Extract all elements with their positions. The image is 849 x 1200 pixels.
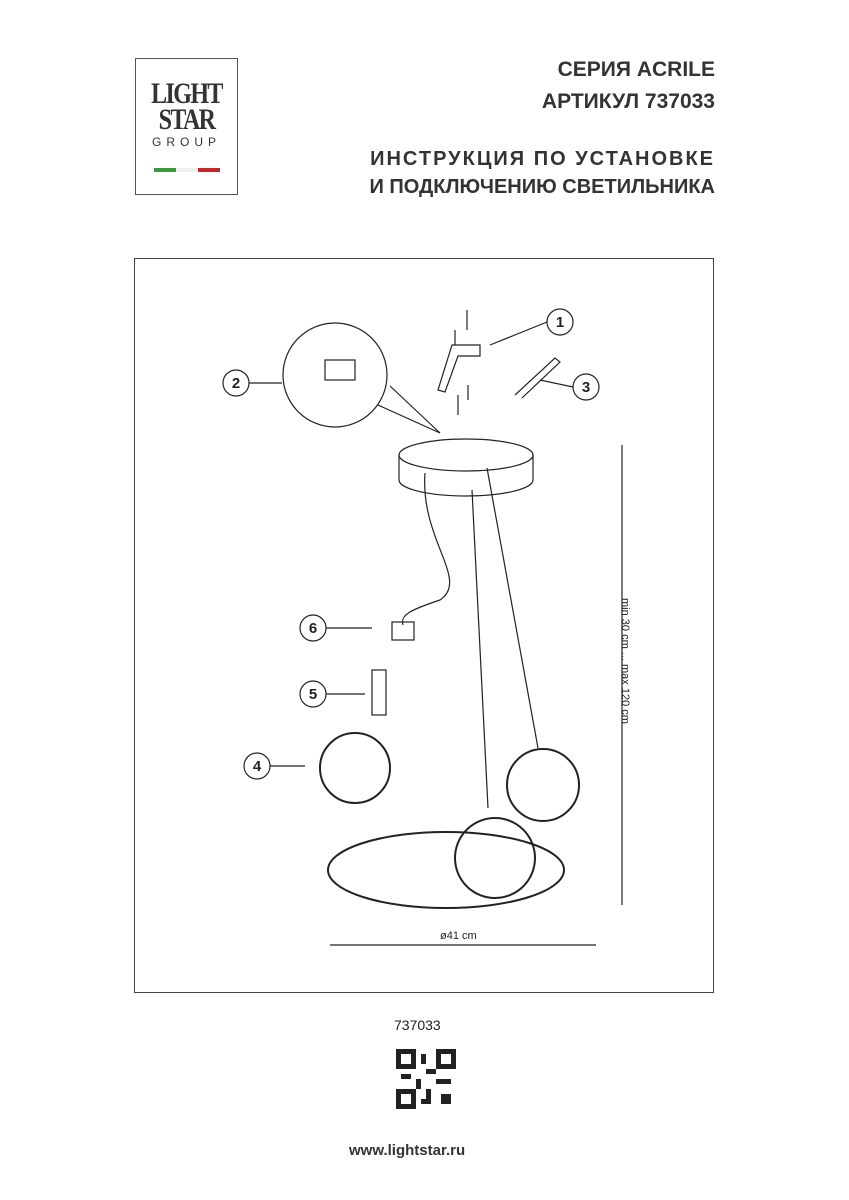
ring bbox=[327, 831, 565, 909]
screwdriver-icon bbox=[514, 357, 561, 399]
callouts bbox=[222, 308, 600, 780]
terminal-block bbox=[324, 359, 356, 381]
title-line-2: И ПОДКЛЮЧЕНИЮ СВЕТИЛЬНИКА bbox=[369, 176, 715, 198]
height-dimension-label: min 30 cm ... max 120 cm bbox=[619, 598, 631, 724]
diagram-frame bbox=[134, 258, 714, 993]
terminal-detail-circle bbox=[282, 322, 388, 428]
canopy-body bbox=[398, 455, 534, 497]
canopy-top bbox=[398, 438, 534, 472]
website-link[interactable]: www.lightstar.ru bbox=[349, 1142, 466, 1159]
logo-light: LIGHT bbox=[151, 77, 223, 110]
callout-1-label: 1 bbox=[556, 314, 564, 331]
logo-group: GROUP bbox=[151, 135, 221, 149]
logo-star: STAR bbox=[158, 103, 216, 136]
cable bbox=[471, 489, 489, 809]
shade bbox=[454, 817, 536, 899]
socket bbox=[391, 621, 415, 641]
italian-flag-stripe bbox=[154, 168, 220, 172]
lightstar-logo: LIGHT STAR GROUP bbox=[135, 58, 238, 195]
callout-2-label: 2 bbox=[232, 375, 240, 392]
callout-4-label: 4 bbox=[253, 758, 262, 775]
title-line-1: ИНСТРУКЦИЯ ПО УСТАНОВКЕ bbox=[370, 148, 715, 170]
detail-pointer bbox=[377, 385, 441, 434]
shade bbox=[506, 748, 580, 822]
bulb bbox=[371, 669, 387, 716]
article-code: 737033 bbox=[394, 1017, 441, 1033]
article-label: АРТИКУЛ 737033 bbox=[541, 90, 715, 113]
mounting-bracket bbox=[437, 344, 481, 393]
shade-4 bbox=[319, 732, 391, 804]
cable bbox=[401, 472, 451, 626]
qr-code bbox=[396, 1049, 456, 1109]
cable bbox=[486, 467, 539, 749]
callout-5-label: 5 bbox=[309, 686, 317, 703]
series-label: СЕРИЯ ACRILE bbox=[557, 58, 715, 81]
callout-6-label: 6 bbox=[309, 620, 317, 637]
diameter-dimension-label: ø41 cm bbox=[440, 930, 477, 942]
callout-3-label: 3 bbox=[582, 379, 590, 396]
